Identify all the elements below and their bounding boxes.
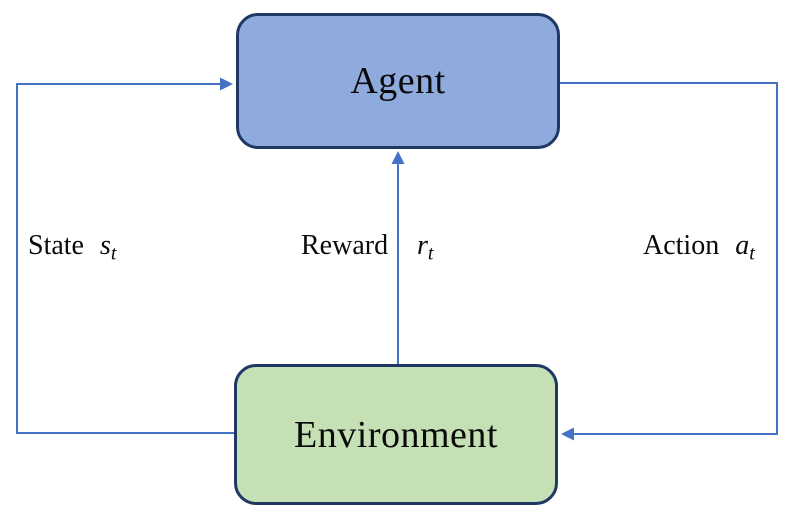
- environment-node-label: Environment: [294, 413, 498, 456]
- environment-node: Environment: [234, 364, 558, 505]
- action-arrow: [560, 82, 778, 441]
- state-arrow: [16, 77, 234, 434]
- reward-label-word: Reward: [301, 230, 389, 261]
- state-arrowhead: [220, 77, 233, 91]
- state-label-word: State: [28, 230, 84, 261]
- agent-node-label: Agent: [350, 60, 446, 102]
- reward-arrow: [391, 151, 405, 364]
- action-label: Action at: [643, 230, 755, 266]
- agent-node: Agent: [236, 13, 560, 149]
- reward-arrowhead: [391, 151, 405, 164]
- action-symbol: at: [735, 230, 755, 265]
- reward-symbol: rt: [417, 230, 434, 265]
- reward-label: Reward: [301, 230, 388, 262]
- state-symbol: st: [100, 230, 117, 265]
- action-label-word: Action: [643, 230, 720, 261]
- action-arrowhead: [561, 427, 574, 441]
